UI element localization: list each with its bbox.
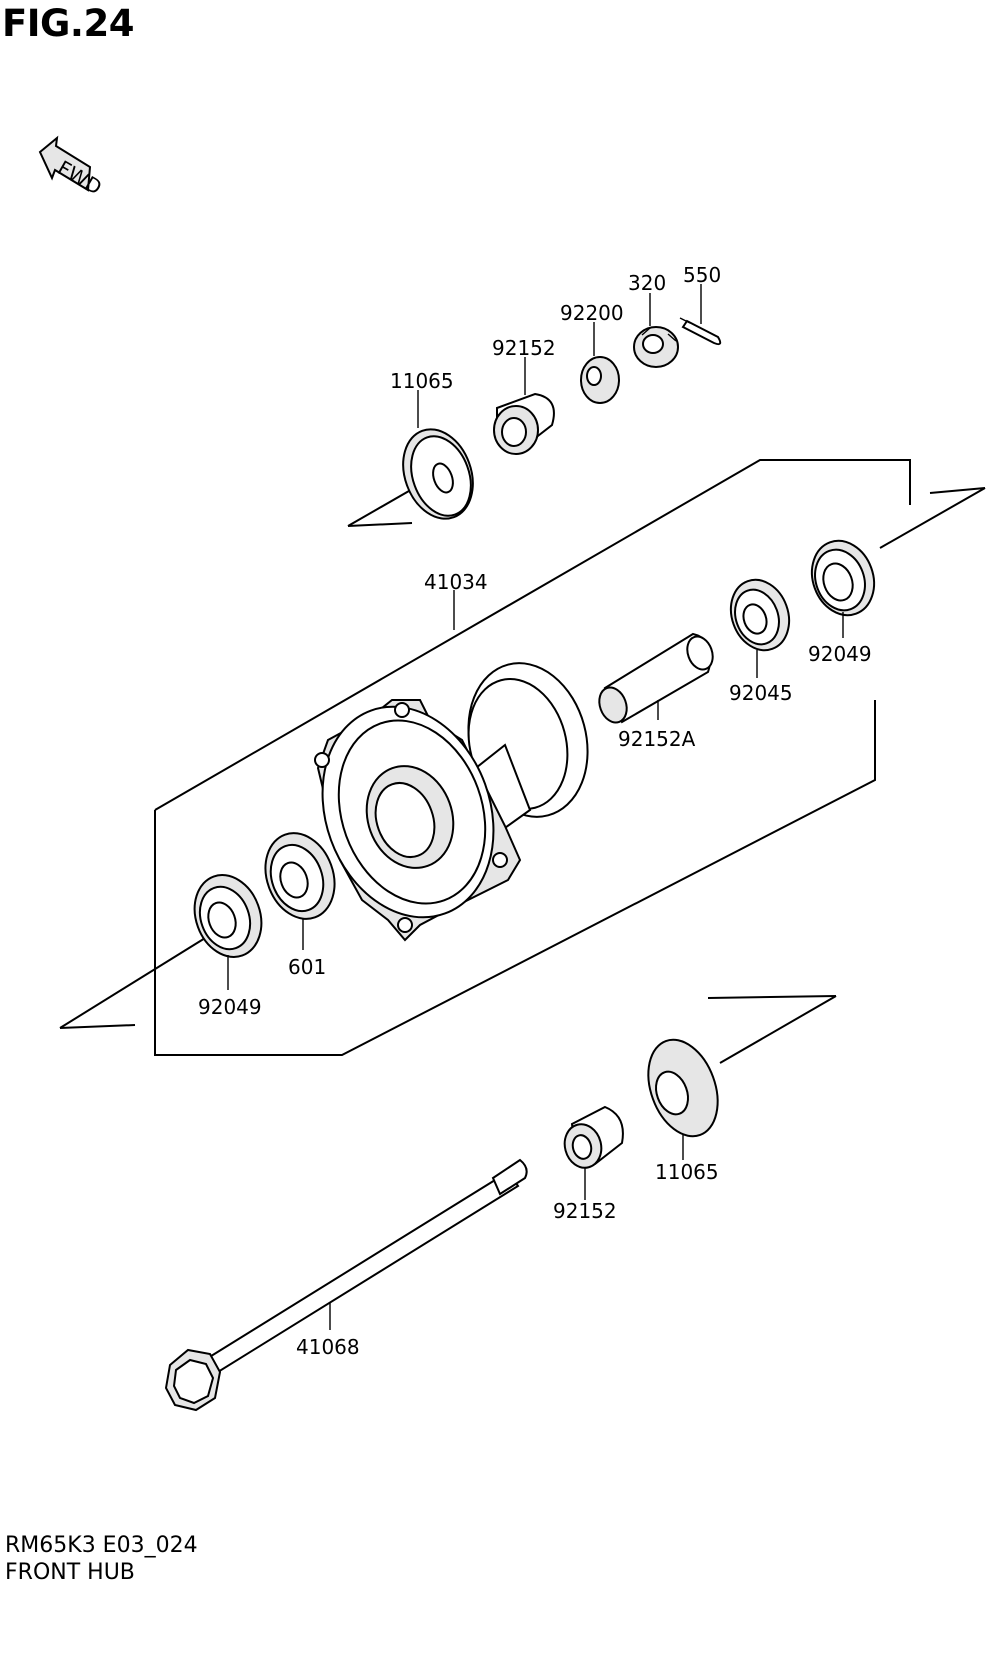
oil-seal-92049-left [193, 874, 263, 958]
label-11065-bottom: 11065 [655, 1160, 719, 1184]
figure-name: FRONT HUB [5, 1560, 135, 1585]
hub-41034 [314, 662, 589, 942]
washer-92200 [580, 356, 620, 404]
collar-92152-bottom [563, 1105, 624, 1169]
figure-code: RM65K3 E03_024 [5, 1533, 198, 1558]
bearing-601 [264, 832, 336, 920]
bearing-92045 [729, 578, 791, 652]
label-550: 550 [683, 263, 721, 287]
label-92049-right: 92049 [808, 642, 872, 666]
label-601: 601 [288, 955, 326, 979]
figure-title: FIG.24 [2, 2, 134, 45]
label-92045: 92045 [729, 681, 793, 705]
cotter-pin-550 [679, 317, 722, 346]
oil-seal-92049-right [810, 539, 876, 617]
collar-92152-top [493, 392, 555, 455]
label-41034: 41034 [424, 570, 488, 594]
fwd-arrow-icon: FWD [38, 135, 106, 200]
label-92049-left: 92049 [198, 995, 262, 1019]
label-92152-bottom: 92152 [553, 1199, 617, 1223]
oil-seal-11065-bottom [647, 1038, 719, 1138]
castle-nut-320 [633, 326, 679, 368]
oil-seal-11065-top [402, 428, 474, 520]
leader-lines [227, 284, 844, 1330]
label-320: 320 [628, 271, 666, 295]
label-92200: 92200 [560, 301, 624, 325]
spacer-92152A [598, 632, 714, 724]
label-92152A: 92152A [618, 727, 696, 751]
label-11065-top: 11065 [390, 369, 454, 393]
label-41068: 41068 [296, 1335, 360, 1359]
axle-41068 [164, 1158, 528, 1412]
label-92152-top: 92152 [492, 336, 556, 360]
